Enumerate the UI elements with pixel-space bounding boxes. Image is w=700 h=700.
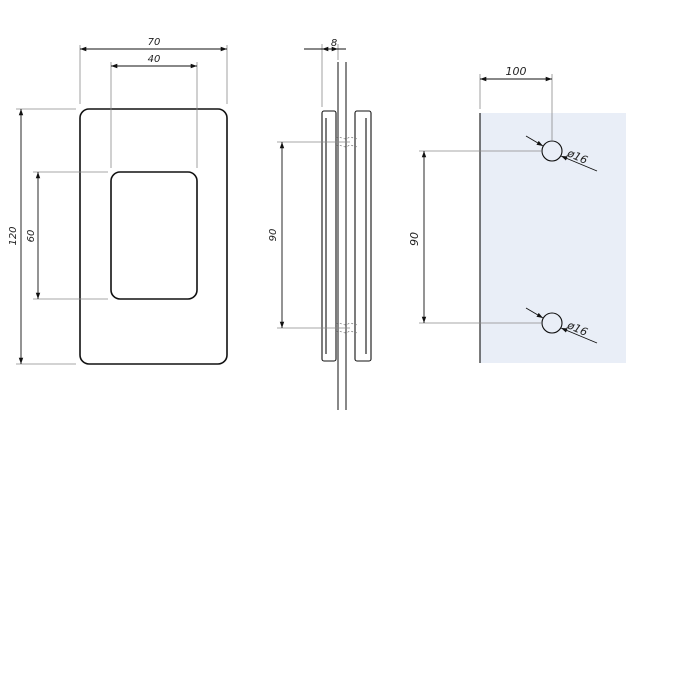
dim-width-inner: 40: [148, 54, 161, 65]
handle-half-right: [354, 110, 372, 362]
cutout-view: 100 90 ø16 ø16: [408, 65, 626, 363]
dim-hole-spacing-side: 90: [268, 229, 279, 242]
dim-width-outer: 70: [148, 37, 161, 48]
side-view: 8 90: [268, 38, 372, 410]
dim-thickness: 8: [331, 38, 337, 49]
glass-panel: [480, 113, 626, 363]
front-view: 70 40 120 60: [8, 37, 228, 365]
dim-height-inner: 60: [26, 230, 37, 243]
handle-half-left: [321, 110, 337, 362]
handle-outer-plate: [79, 108, 228, 365]
dim-height-outer: 120: [8, 226, 19, 245]
handle-recess: [110, 171, 198, 300]
hole-top: [541, 140, 563, 162]
dim-edge-distance: 100: [506, 65, 527, 78]
dim-hole-spacing-cutout: 90: [408, 232, 421, 246]
hole-bottom: [541, 312, 563, 334]
